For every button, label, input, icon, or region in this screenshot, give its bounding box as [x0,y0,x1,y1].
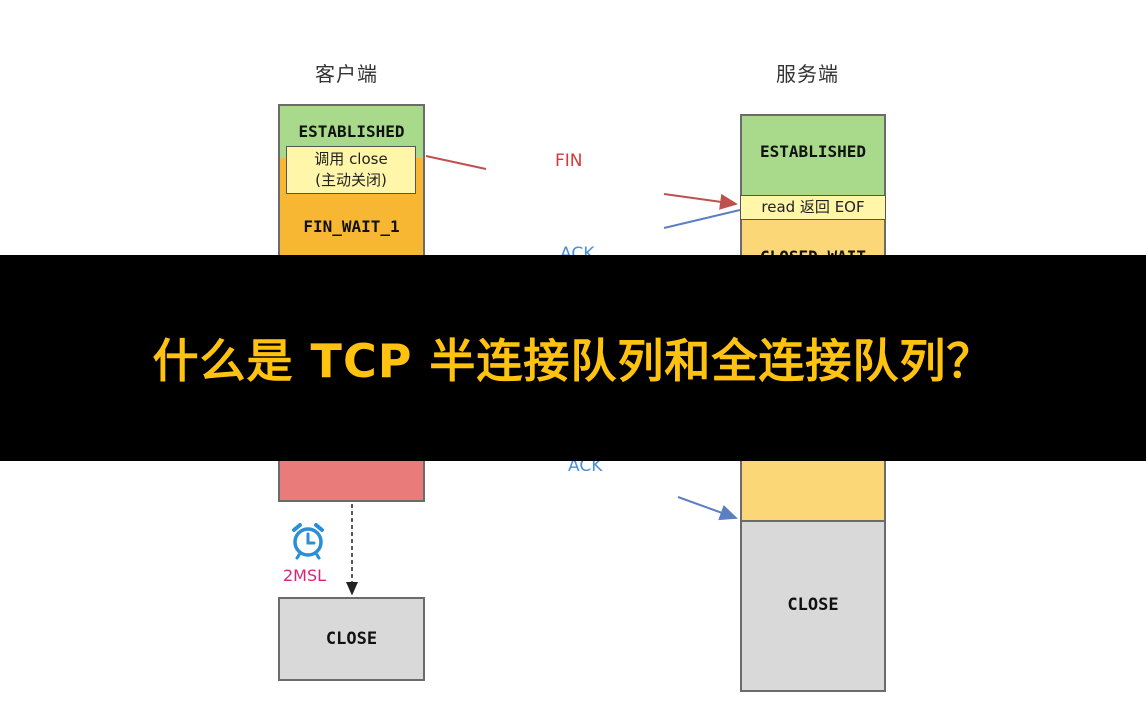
title-banner: 什么是 TCP 半连接队列和全连接队列？ [0,255,1146,461]
server-read-eof-label: read 返回 EOF [761,198,865,216]
client-established-label: ESTABLISHED [298,122,405,141]
client-fin-wait-1-label: FIN_WAIT_1 [303,217,400,236]
server-close-state: CLOSE [740,520,886,692]
server-read-eof-note: read 返回 EOF [740,195,886,220]
client-close-note: 调用 close (主动关闭) [286,146,416,194]
client-close-note-line2: (主动关闭) [315,171,387,189]
server-established-state: ESTABLISHED [740,114,886,198]
client-title: 客户端 [315,62,378,86]
ack-label-bottom: ACK [568,456,603,476]
msl-label: 2MSL [283,566,327,585]
ack-arrow-bottom-end [677,496,738,521]
server-established-label: ESTABLISHED [760,141,866,161]
server-close-label: CLOSE [787,595,839,615]
ack-arrow-top-start [663,209,741,229]
client-close-label: CLOSE [325,629,378,649]
server-title: 服务端 [776,62,839,86]
alarm-clock-icon [292,523,324,560]
client-close-state: CLOSE [278,597,425,681]
client-close-note-line1: 调用 close [314,150,388,168]
fin-arrow-start [425,155,487,170]
fin-arrow-end [663,193,738,210]
fin-label: FIN [555,151,583,171]
banner-title: 什么是 TCP 半连接队列和全连接队列？ [152,334,994,388]
